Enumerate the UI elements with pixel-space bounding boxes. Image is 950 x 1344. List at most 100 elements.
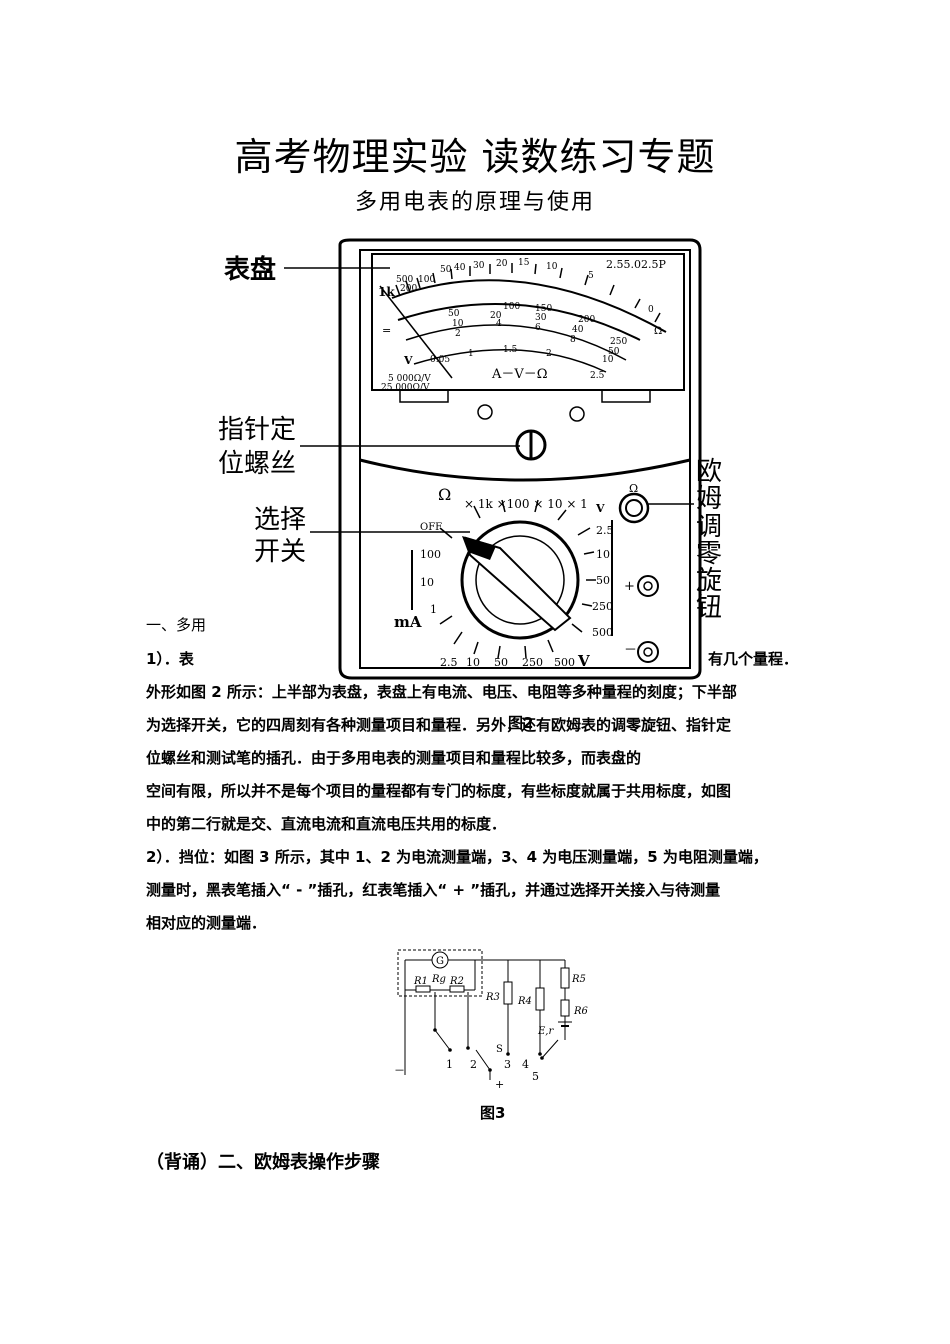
selector-ma-100: 100 (420, 548, 441, 561)
minus-jack-inner (643, 647, 653, 657)
body-line: 为选择开关，它的四周刻有各种测量项目和量程．另外，还有欧姆表的调零旋钮、指针定 (146, 716, 732, 734)
label-terminal-5: 5 (532, 1070, 539, 1083)
scale-ohm-5: 5 (588, 271, 594, 281)
pointer-adjust-screw[interactable] (515, 429, 547, 461)
scale-ohm-50: 50 (440, 265, 452, 275)
scale-mid2-10: 10 (452, 319, 464, 329)
meter-box-dashed (397, 949, 483, 997)
label-selector-1: 选择 (254, 505, 306, 535)
page-title: 高考物理实验 读数练习专题 (234, 135, 716, 179)
dial-panel-edge (359, 458, 691, 482)
section-1-heading: 一、多用 (146, 616, 207, 634)
selector-v-50: 50 (596, 574, 610, 587)
body-line: 2）．挡位：如图 3 所示，其中 1、2 为电流测量端，3、4 为电压测量端，5… (146, 848, 768, 866)
dial-arc-2 (397, 303, 641, 341)
dial-window (371, 253, 685, 391)
scale-ohm-40: 40 (454, 263, 466, 273)
selector-dcv-50: 50 (494, 656, 508, 669)
v-mark: V (403, 354, 413, 367)
plus-jack[interactable] (637, 575, 659, 597)
minus-jack[interactable] (637, 641, 659, 663)
body-line: 空间有限，所以并不是每个项目的量程都有专门的标度，有些标度就属于共用标度，如图 (146, 782, 732, 800)
section-1-line1-right: 有几个量程． (708, 650, 799, 668)
label-terminal-3: 3 (504, 1058, 511, 1071)
selector-pointer-tip (462, 536, 496, 560)
label-R4: R4 (517, 996, 532, 1007)
scale-mid-100: 100 (503, 302, 520, 312)
dial-arc-1 (391, 279, 667, 333)
selector-knob-inner (475, 535, 565, 625)
meter-body (338, 238, 702, 680)
meter-name: A－V－Ω (491, 367, 548, 382)
label-ohm-zero-2: 姆 (696, 484, 722, 514)
resistor-r4 (535, 987, 545, 1011)
screw-right (569, 406, 585, 422)
label-S: S (496, 1044, 503, 1055)
selector-ma-1: 1 (430, 603, 437, 616)
sensitivity-1: 5 000Ω/V (388, 374, 431, 384)
selector-v-10: 10 (596, 548, 610, 561)
label-ohm-zero-5: 旋 (696, 566, 722, 596)
resistor-r3 (503, 981, 513, 1005)
selector-dcv-500: 500 (554, 656, 575, 669)
scale-ac-2.5: 2.5 (590, 371, 605, 381)
scale-ohm-15: 15 (518, 258, 530, 268)
page-subtitle: 多用电表的原理与使用 (354, 190, 595, 215)
selector-ma-10: 10 (420, 576, 434, 589)
scale-corner: 2.55.02.5P (606, 258, 666, 271)
plus-jack-inner (643, 581, 653, 591)
resistor-r6 (560, 999, 570, 1017)
screw-left (477, 404, 493, 420)
scale-mid2-20: 20 (490, 311, 502, 321)
scale-ohm-100: 100 (418, 275, 435, 285)
body-line: 相对应的测量端． (146, 914, 267, 932)
scale-mid2-40: 40 (572, 325, 584, 335)
label-R5: R5 (571, 974, 586, 985)
pointer-needle (379, 285, 453, 379)
omega-mark: Ω (654, 326, 662, 337)
scale-ohm-1k: 1k (378, 285, 395, 299)
selector-dcv-250: 250 (522, 656, 543, 669)
scale-mid2-30: 30 (535, 313, 547, 323)
figure-3-caption: 图3 (480, 1104, 506, 1122)
label-terminal-1: 1 (446, 1058, 453, 1071)
label-G: G (436, 956, 444, 967)
ohm-zero-symbol: Ω (629, 482, 638, 495)
label-minus: － (394, 1064, 405, 1077)
label-ohm-zero-1: 欧 (696, 457, 722, 487)
selector-dcv-2.5: 2.5 (440, 656, 458, 669)
selector-v-500: 500 (592, 626, 613, 639)
label-terminal-2: 2 (470, 1058, 477, 1071)
scale-ohm-10: 10 (546, 262, 558, 272)
scale-mid3-2: 2 (455, 329, 461, 339)
body-line: 测量时，黑表笔插入“ - ”插孔，红表笔插入“ + ”插孔，并通过选择开关接入与… (146, 881, 721, 899)
selector-v-right-label: V (595, 502, 605, 515)
body-line: 中的第二行就是交、直流电流和直流电压共用的标度． (146, 815, 507, 833)
ohm-zero-knob[interactable] (618, 492, 650, 524)
scale-ac-1: 1 (468, 349, 474, 359)
scale-mid3-4: 4 (496, 319, 502, 329)
dc-mark: = (382, 324, 391, 337)
selector-ohm-ranges: × 1k ×100 × 10 × 1 (464, 497, 588, 511)
scale-ohm-30: 30 (473, 261, 485, 271)
label-Rg: Rg (431, 974, 446, 985)
section-2-heading: （背诵）二、欧姆表操作步骤 (146, 1152, 380, 1173)
dial-arc-4 (413, 349, 607, 373)
scale-mid3-6: 6 (535, 323, 541, 333)
label-R1: R1 (413, 976, 428, 987)
label-pointer-screw-2: 位螺丝 (218, 449, 296, 479)
dial-ticks (395, 263, 661, 323)
selector-ticks (439, 499, 596, 659)
scale-mid2-50: 50 (608, 347, 620, 357)
scale-mid-50: 50 (448, 309, 460, 319)
selector-off: OFF (420, 522, 442, 533)
selector-knob-outer[interactable] (460, 520, 580, 640)
selector-dcv-10: 10 (466, 656, 480, 669)
selector-ohm-label: Ω (438, 485, 451, 504)
scale-mid-150: 150 (535, 304, 552, 314)
minus-jack-label: － (624, 643, 637, 658)
label-ohm-zero-6: 钮 (696, 593, 722, 623)
dial-arc-3 (405, 324, 627, 361)
label-plus: + (495, 1078, 504, 1090)
